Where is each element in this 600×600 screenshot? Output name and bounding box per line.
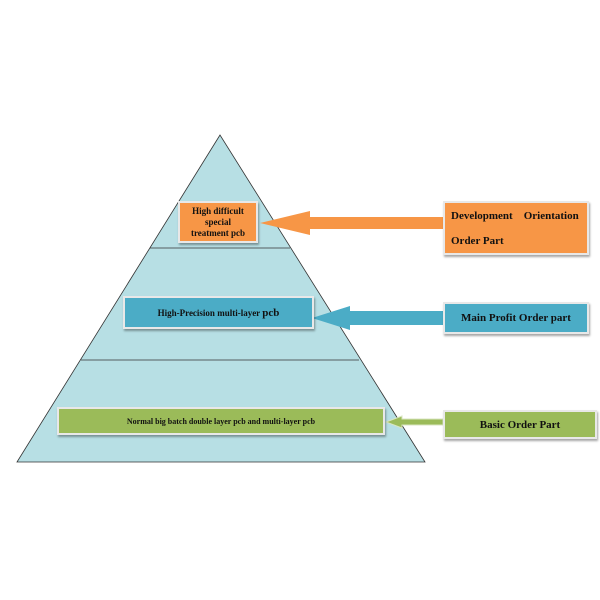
- tier-3-category: Basic Order Part: [479, 418, 561, 431]
- tier-1-line-3: treatment pcb: [190, 227, 246, 238]
- tier-2-category-box: Main Profit Order part: [443, 302, 589, 334]
- arrow-blue: [312, 306, 443, 330]
- tier-1-category-line-1: Development Orientation: [451, 209, 579, 222]
- tier-2-label-pcb: pcb: [262, 306, 280, 319]
- tier-1-line-2: special: [205, 216, 231, 227]
- tier-2-label-box: High-Precision multi-layer pcb: [123, 296, 314, 329]
- tier-1-label-box: High difficult special treatment pcb: [178, 201, 258, 243]
- tier-3-category-box: Basic Order Part: [443, 410, 597, 439]
- arrow-orange: [260, 211, 443, 235]
- tier-2-label: High-Precision multi-layer: [157, 307, 263, 318]
- tier-2-category: Main Profit Order part: [461, 312, 571, 324]
- arrow-green: [384, 415, 444, 429]
- tier-1-category-line-2: Order Part: [451, 234, 504, 247]
- tier-3-label: Normal big batch double layer pcb and mu…: [126, 416, 316, 426]
- tier-3-label-box: Normal big batch double layer pcb and mu…: [57, 407, 385, 435]
- tier-1-category-box: Development Orientation Order Part: [443, 201, 589, 255]
- tier-1-line-1: High difficult: [192, 205, 244, 216]
